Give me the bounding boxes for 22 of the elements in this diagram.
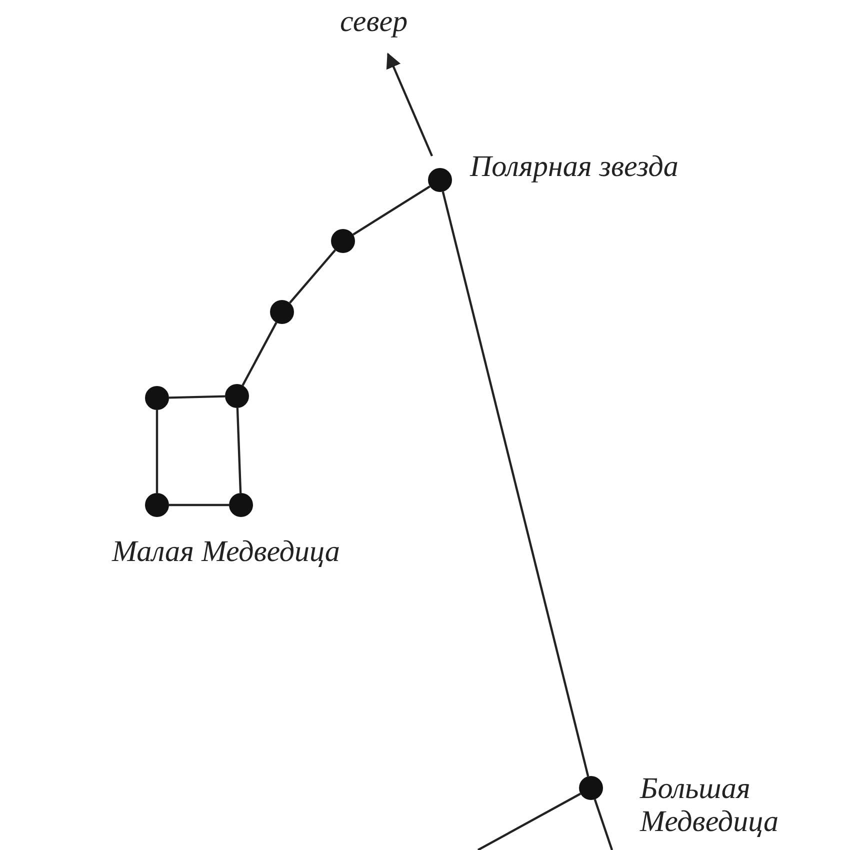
constellation-line xyxy=(236,408,242,494)
constellation-line xyxy=(242,322,278,386)
star-dot xyxy=(145,386,169,410)
star-dot xyxy=(225,384,249,408)
star-dot xyxy=(145,493,169,517)
constellation-name: Малая Медведица xyxy=(112,535,340,568)
star-dot xyxy=(331,229,355,253)
star-dot xyxy=(229,493,253,517)
constellation-line xyxy=(594,799,614,850)
star-dot xyxy=(270,300,294,324)
constellation-line xyxy=(477,792,582,850)
constellation-line xyxy=(288,249,336,304)
constellation-line xyxy=(442,191,590,777)
constellation-name: Большая Медведица xyxy=(640,772,780,838)
constellation-line xyxy=(156,410,158,493)
star-dot xyxy=(579,776,603,800)
star-name: Полярная звезда xyxy=(470,150,678,183)
star-dot xyxy=(428,168,452,192)
constellation-line xyxy=(168,395,226,399)
constellation-line xyxy=(352,185,430,236)
direction-label: север xyxy=(340,5,408,38)
constellation-line xyxy=(169,504,229,506)
